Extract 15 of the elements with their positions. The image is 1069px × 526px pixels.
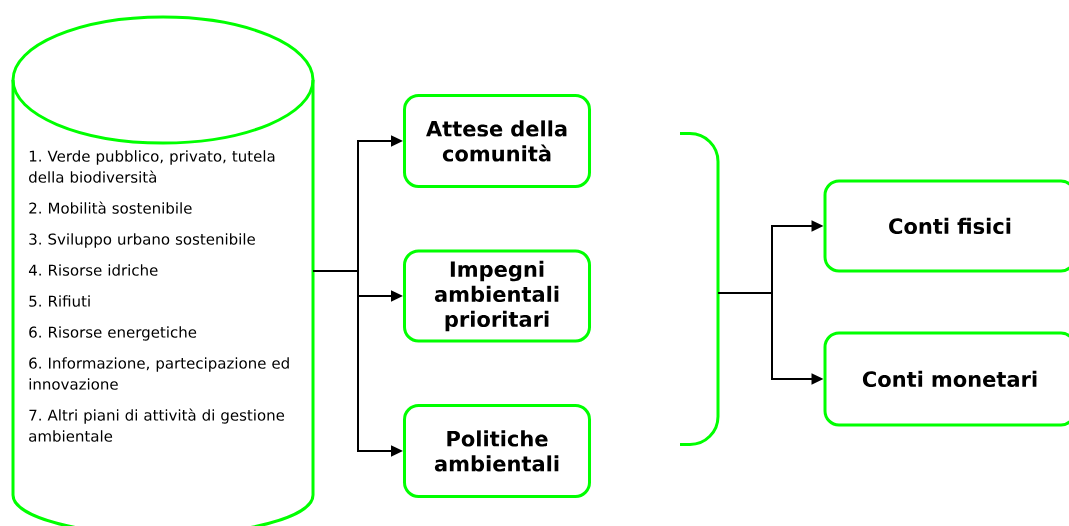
list-item: 4. Risorse idriche <box>28 264 158 276</box>
list-item: 6. Risorse energetiche <box>29 326 197 341</box>
list-item: 5. Rifiuti <box>29 295 90 307</box>
process-box: Attese della comunità <box>403 94 591 188</box>
list-item: 2. Mobilità sostenibile <box>29 201 192 214</box>
list-item: 1. Verde pubblico, privato, tutela della biodiversità <box>29 150 275 183</box>
process-box: Conti fisici <box>823 179 1069 273</box>
cylinder <box>11 15 315 526</box>
bracket <box>680 132 720 446</box>
list-item: 6. Informazione, partecipazione ed innovazione <box>29 357 289 390</box>
process-box: Impegni ambientali prioritari <box>403 249 591 343</box>
process-box: Conti monetari <box>823 331 1069 427</box>
list-item: 3. Sviluppo urbano sostenibile <box>29 233 255 248</box>
process-box: Politiche ambientali <box>403 404 591 498</box>
list-item: 7. Altri piani di attività di gestione ambientale <box>29 408 285 442</box>
